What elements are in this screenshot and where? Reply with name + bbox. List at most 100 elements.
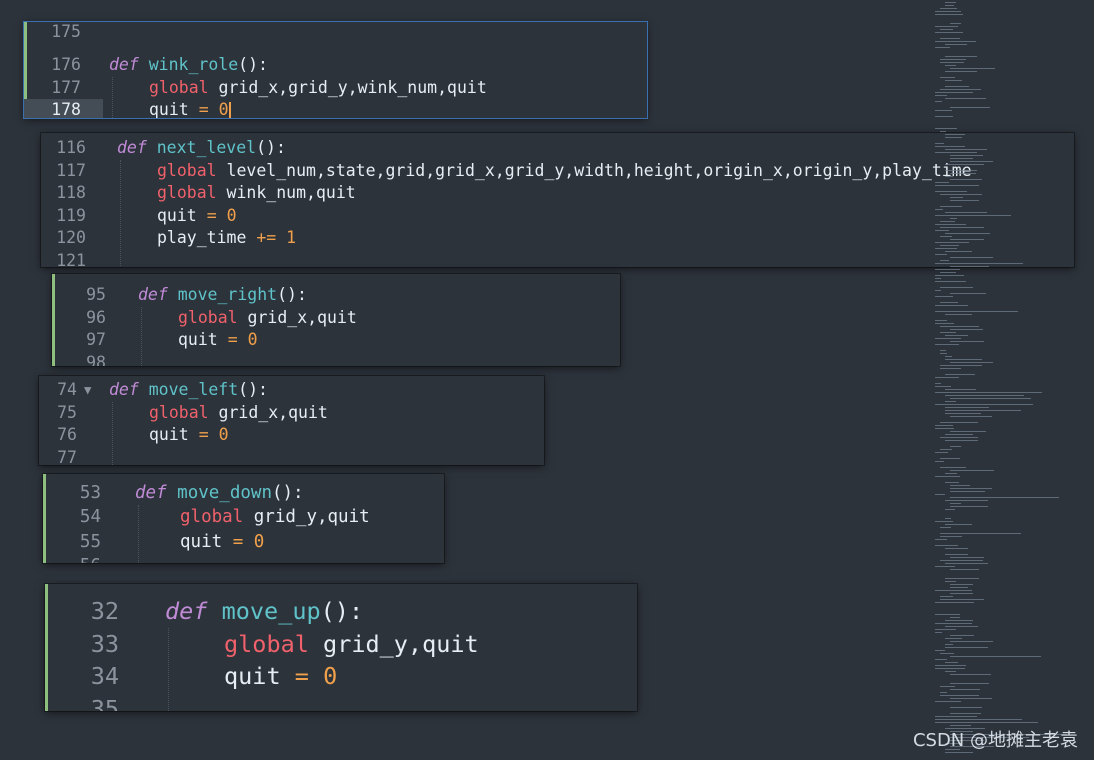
code-line[interactable]: def move_up(): xyxy=(165,595,363,628)
line-number: 75 xyxy=(39,402,77,425)
minimap-line xyxy=(935,521,954,522)
minimap-line xyxy=(935,344,960,345)
global-names: grid_x,grid_y,wink_num,quit xyxy=(218,77,487,97)
minimap-line xyxy=(945,518,952,519)
minimap-line xyxy=(950,107,990,108)
code-line[interactable]: global grid_y,quit xyxy=(224,628,479,661)
minimap-line xyxy=(940,353,948,354)
line-number-partial: 35 xyxy=(90,694,119,711)
minimap-line xyxy=(935,629,956,630)
line-number-text: 33 xyxy=(90,629,119,658)
minimap-line xyxy=(950,683,989,684)
minimap-line xyxy=(950,446,961,447)
code-line[interactable]: def move_right(): xyxy=(138,284,307,307)
code-line[interactable]: global grid_x,quit xyxy=(149,402,328,425)
line-number-text: 53 xyxy=(79,482,101,503)
code-line[interactable]: def move_left(): xyxy=(109,379,268,402)
minimap[interactable] xyxy=(935,0,1067,760)
minimap-line xyxy=(950,698,992,699)
minimap-line xyxy=(935,659,947,660)
line-number-text: 177 xyxy=(51,77,81,97)
variable-name: quit xyxy=(178,330,218,350)
minimap-line xyxy=(950,200,979,201)
line-number-partial: 175 xyxy=(51,22,81,41)
minimap-line xyxy=(945,359,982,360)
minimap-line xyxy=(940,260,950,261)
minimap-line xyxy=(935,110,953,111)
line-number-text: 116 xyxy=(56,138,86,158)
code-line[interactable]: global wink_num,quit xyxy=(157,182,356,205)
minimap-line xyxy=(935,146,965,147)
code-line[interactable]: quit = 0 xyxy=(157,205,237,228)
line-number: 116 xyxy=(41,137,86,160)
code-line[interactable]: def next_level(): xyxy=(117,137,286,160)
code-line[interactable]: global grid_y,quit xyxy=(180,505,370,530)
global-names: grid_x,quit xyxy=(218,402,328,422)
indent-guide xyxy=(141,306,142,366)
minimap-line xyxy=(950,161,993,162)
minimap-line xyxy=(950,503,962,504)
minimap-line xyxy=(940,599,984,600)
minimap-line xyxy=(950,740,984,741)
fold-arrow-icon[interactable]: ▼ xyxy=(84,383,92,398)
function-name: wink_role xyxy=(148,55,239,75)
line-number: 76 xyxy=(39,424,77,447)
minimap-line xyxy=(950,362,994,363)
minimap-line xyxy=(940,437,979,438)
variable-name: quit xyxy=(180,531,223,552)
minimap-line xyxy=(945,314,973,315)
minimap-line xyxy=(935,275,965,276)
minimap-line xyxy=(940,653,954,654)
minimap-line xyxy=(950,674,992,675)
line-number-text: 54 xyxy=(79,507,101,528)
minimap-line xyxy=(945,164,985,165)
minimap-line xyxy=(950,239,985,240)
code-line[interactable]: play_time += 1 xyxy=(157,227,296,250)
line-number-text: 55 xyxy=(79,531,101,552)
minimap-line xyxy=(935,494,945,495)
global-names: grid_y,quit xyxy=(323,629,479,658)
minimap-line xyxy=(945,374,975,375)
minimap-line xyxy=(935,269,960,270)
operator: = xyxy=(198,425,209,445)
code-line[interactable]: quit = 0 xyxy=(224,660,337,693)
minimap-line xyxy=(945,395,1025,396)
code-line[interactable]: def move_down(): xyxy=(135,481,304,506)
operator: = xyxy=(206,205,217,225)
minimap-line xyxy=(945,638,962,639)
code-line[interactable]: global grid_x,quit xyxy=(178,307,357,330)
operator: += xyxy=(256,228,277,248)
minimap-line xyxy=(935,263,1023,264)
minimap-line xyxy=(935,143,944,144)
minimap-line xyxy=(950,713,982,714)
code-line[interactable]: global level_num,state,grid,grid_x,grid_… xyxy=(157,160,972,183)
keyword-global: global xyxy=(157,160,217,180)
minimap-line xyxy=(950,497,1060,498)
line-number-partial: 98 xyxy=(86,352,106,366)
code-line[interactable]: quit = 0 xyxy=(180,530,264,555)
minimap-line xyxy=(950,746,995,747)
minimap-line xyxy=(945,170,978,171)
code-line[interactable]: global grid_x,grid_y,wink_num,quit xyxy=(149,77,487,99)
line-number-text: 96 xyxy=(86,307,106,327)
minimap-line xyxy=(945,482,959,483)
line-number: 33 xyxy=(45,628,119,661)
number-literal: 0 xyxy=(253,531,265,552)
code-line[interactable]: quit = 0 xyxy=(178,329,258,352)
minimap-line xyxy=(945,407,989,408)
minimap-line xyxy=(935,590,973,591)
minimap-line xyxy=(940,38,960,39)
code-line[interactable]: quit = 0 xyxy=(149,424,229,447)
line-number: 95 xyxy=(52,284,106,307)
code-line[interactable]: quit = 0 xyxy=(149,99,231,118)
code-line[interactable]: def wink_role(): xyxy=(109,54,268,76)
minimap-line xyxy=(935,668,966,669)
minimap-line xyxy=(935,320,947,321)
minimap-line xyxy=(945,578,980,579)
